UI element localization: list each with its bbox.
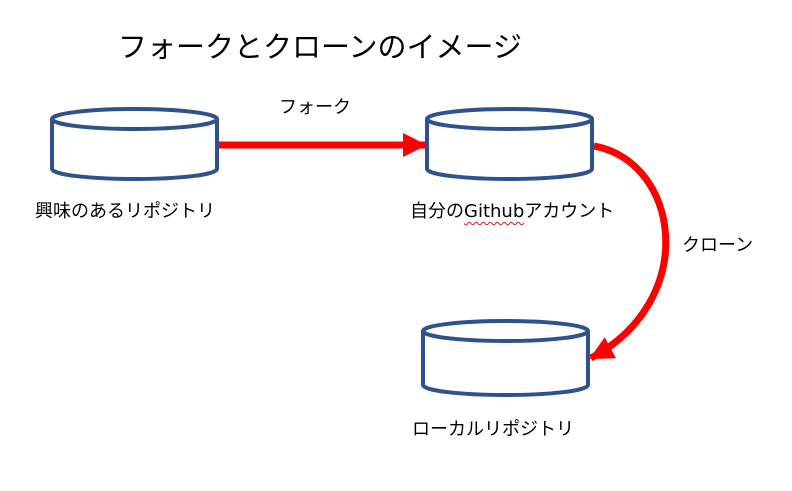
repository-interesting-cylinder [50,107,219,181]
repository-local-cylinder [421,319,590,397]
fork-label: フォーク [279,97,351,118]
repository-own-account-cylinder [425,107,594,181]
own-account-prefix: 自分の [410,201,464,222]
clone-arrow [589,142,670,362]
own-account-suffix: アカウント [524,201,615,222]
repository-own-account-label: 自分のGithubアカウント [410,203,614,221]
repository-local-label: ローカルリポジトリ [412,419,574,440]
diagram-title: フォークとクローンのイメージ [118,30,522,64]
github-word: Github [464,201,525,222]
repository-interesting-label: 興味のあるリポジトリ [35,201,215,222]
clone-label: クローン [682,235,754,256]
